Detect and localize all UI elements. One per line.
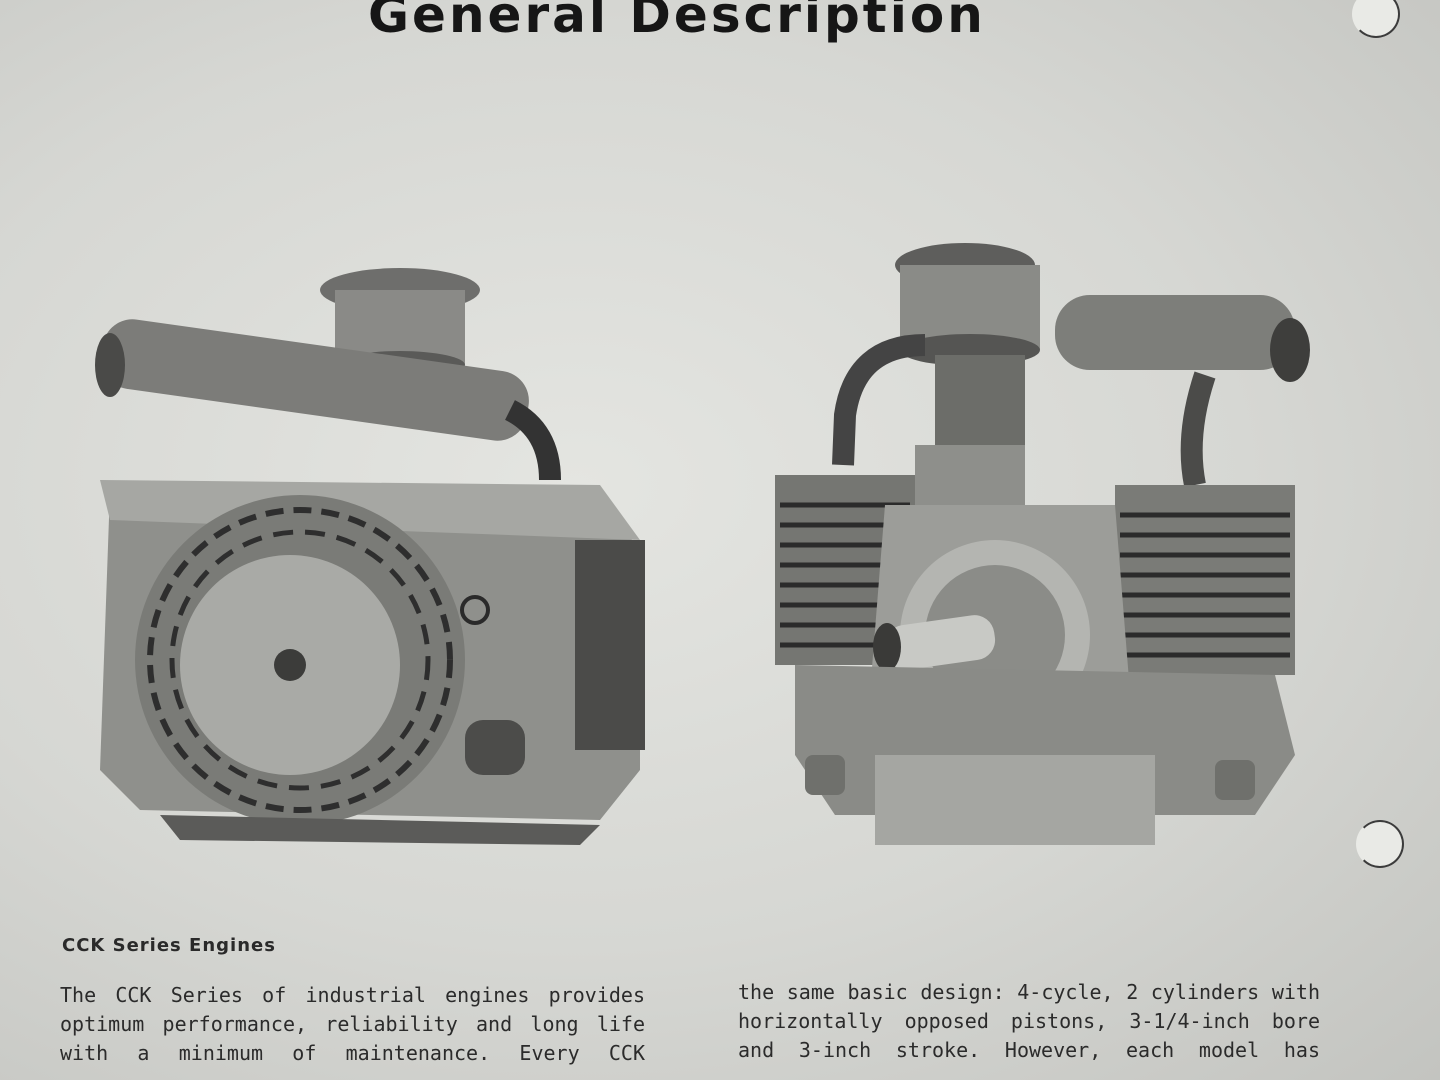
section-heading: CCK Series Engines: [62, 935, 276, 956]
binder-hole-bottom: [1356, 820, 1404, 868]
binder-hole-top: [1352, 0, 1400, 38]
right-line-3: and 3-inch stroke. However, each model h…: [738, 1038, 1320, 1062]
right-column-text: the same basic design: 4-cycle, 2 cylind…: [738, 978, 1320, 1065]
engine-photo-left: [95, 268, 645, 845]
left-line-1: The CCK Series of industrial engines pro…: [60, 983, 645, 1007]
page-title: General Description: [368, 0, 986, 44]
left-column-text: The CCK Series of industrial engines pro…: [60, 981, 645, 1068]
right-line-2: horizontally opposed pistons, 3-1/4-inch…: [738, 1009, 1320, 1033]
engine-photo-right: [775, 243, 1310, 845]
right-line-1: the same basic design: 4-cycle, 2 cylind…: [738, 980, 1320, 1004]
left-line-3: with a minimum of maintenance. Every CCK: [60, 1041, 645, 1065]
left-line-2: optimum performance, reliability and lon…: [60, 1012, 645, 1036]
